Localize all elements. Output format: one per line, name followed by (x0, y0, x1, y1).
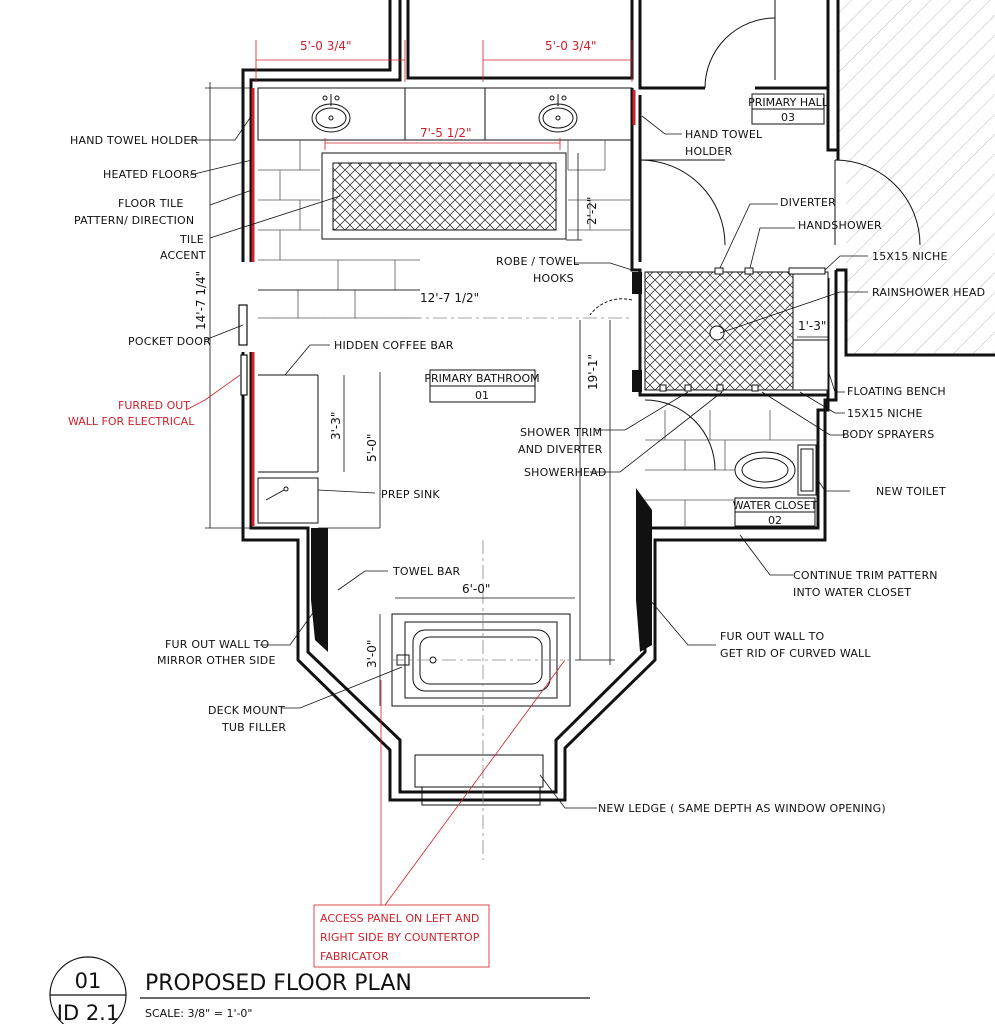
label-niche-top: 15X15 NICHE (872, 250, 948, 263)
furred-wall-redline (251, 88, 636, 526)
dim-coffee-3: 3'-3" (329, 412, 343, 440)
label-shower-trim-1: SHOWER TRIM (520, 426, 602, 439)
room-primary-bath-num: 01 (475, 389, 489, 402)
shower (644, 267, 829, 392)
label-access-2: RIGHT SIDE BY COUNTERTOP (320, 931, 480, 944)
dim-vanity-right: 5'-0 3/4" (545, 39, 597, 53)
label-deck-2: TUB FILLER (221, 721, 286, 734)
dim-tub-depth: 3'-0" (365, 640, 379, 668)
room-names: PRIMARY HALL 03 PRIMARY BATHROOM 01 WATE… (424, 96, 828, 527)
label-niche-bottom: 15X15 NICHE (847, 407, 923, 420)
vanity (257, 87, 633, 141)
dim-rug-width: 7'-5 1/2" (420, 126, 472, 140)
dim-coffee-5: 5'-0" (365, 434, 379, 462)
tile-accent-rug (321, 152, 567, 240)
label-fur-right-2: GET RID OF CURVED WALL (720, 647, 871, 660)
label-continue-1: CONTINUE TRIM PATTERN (793, 569, 938, 582)
label-towel-bar: TOWEL BAR (392, 565, 461, 578)
label-fur-left-2: MIRROR OTHER SIDE (157, 654, 276, 667)
label-shower-trim-2: AND DIVERTER (518, 443, 603, 456)
dim-tub-width: 6'-0" (462, 582, 490, 596)
sink-left (311, 94, 351, 133)
dim-vanity-left: 5'-0 3/4" (300, 39, 352, 53)
label-furred-2: WALL FOR ELECTRICAL (68, 415, 195, 428)
label-access-1: ACCESS PANEL ON LEFT AND (320, 912, 479, 925)
centerlines (258, 317, 632, 860)
label-showerhead: SHOWERHEAD (524, 466, 607, 479)
bathtub (391, 613, 571, 707)
access-panel-leader (185, 374, 566, 968)
redline-dimensions (255, 40, 633, 150)
label-furred-1: FURRED OUT (118, 399, 190, 412)
sink-right (538, 94, 578, 133)
label-floor-tile-1: FLOOR TILE (118, 197, 184, 210)
room-primary-hall: PRIMARY HALL (748, 96, 829, 109)
sheet-number: ID 2.1 (57, 1001, 119, 1024)
label-diverter: DIVERTER (780, 196, 836, 209)
dim-bench: 1'-3" (798, 319, 826, 333)
label-new-toilet: NEW TOILET (876, 485, 946, 498)
fur-out-walls (311, 272, 652, 652)
label-fur-left-1: FUR OUT WALL TO (165, 638, 270, 651)
toilet (734, 444, 817, 496)
new-ledge (414, 754, 544, 806)
dimension-text: 5'-0 3/4" 5'-0 3/4" 7'-5 1/2" 2'-2" 12'-… (194, 39, 826, 668)
label-hidden-coffee-bar: HIDDEN COFFEE BAR (334, 339, 454, 352)
label-rainshower: RAINSHOWER HEAD (872, 286, 985, 299)
label-prep-sink: PREP SINK (381, 488, 440, 501)
drawing-title: PROPOSED FLOOR PLAN (145, 971, 412, 996)
room-primary-bath: PRIMARY BATHROOM (424, 372, 539, 385)
leader-lines (188, 114, 868, 809)
dim-rug-depth: 2'-2" (585, 197, 599, 225)
label-tile-accent-2: ACCENT (160, 249, 206, 262)
dim-right-height: 19'-1" (586, 354, 600, 390)
exterior-hatch (838, 0, 995, 355)
prep-sink (265, 486, 289, 501)
label-deck-1: DECK MOUNT (208, 704, 285, 717)
label-new-ledge: NEW LEDGE ( SAME DEPTH AS WINDOW OPENING… (598, 802, 886, 815)
title-block-text: 01 ID 2.1 PROPOSED FLOOR PLAN SCALE: 3/8… (57, 969, 412, 1024)
label-robe-2: HOOKS (533, 272, 574, 285)
label-robe-1: ROBE / TOWEL (496, 255, 580, 268)
dimension-lines (205, 82, 828, 706)
label-pocket-door: POCKET DOOR (128, 335, 211, 348)
label-heated-floors: HEATED FLOORS (103, 168, 197, 181)
label-hand-towel-holder: HAND TOWEL HOLDER (70, 134, 198, 147)
label-body-sprayers: BODY SPRAYERS (842, 428, 934, 441)
annotations: HAND TOWEL HOLDER HEATED FLOORS FLOOR TI… (68, 128, 985, 963)
label-access-3: FABRICATOR (320, 950, 389, 963)
room-tags (429, 93, 825, 527)
drawing-number: 01 (75, 969, 102, 993)
room-water-closet-num: 02 (768, 514, 782, 527)
label-tile-accent-1: TILE (179, 233, 204, 246)
label-hand-towel-right-2: HOLDER (685, 145, 732, 158)
drawing-scale: SCALE: 3/8" = 1'-0" (145, 1007, 253, 1020)
pocket-door[interactable] (238, 304, 248, 396)
label-fur-right-1: FUR OUT WALL TO (720, 630, 825, 643)
room-water-closet: WATER CLOSET (733, 499, 818, 512)
doors[interactable] (589, 0, 921, 471)
label-handshower: HANDSHOWER (798, 219, 882, 232)
label-continue-2: INTO WATER CLOSET (793, 586, 911, 599)
dim-room-width: 12'-7 1/2" (420, 291, 479, 305)
label-floating-bench: FLOATING BENCH (847, 385, 946, 398)
label-hand-towel-right-1: HAND TOWEL (685, 128, 763, 141)
title-block (49, 956, 590, 1024)
dim-left-height: 14'-7 1/4" (194, 271, 208, 330)
room-primary-hall-num: 03 (781, 111, 795, 124)
label-floor-tile-2: PATTERN/ DIRECTION (74, 214, 194, 227)
coffee-bar (257, 374, 319, 524)
water-closet-tiles (645, 410, 818, 528)
